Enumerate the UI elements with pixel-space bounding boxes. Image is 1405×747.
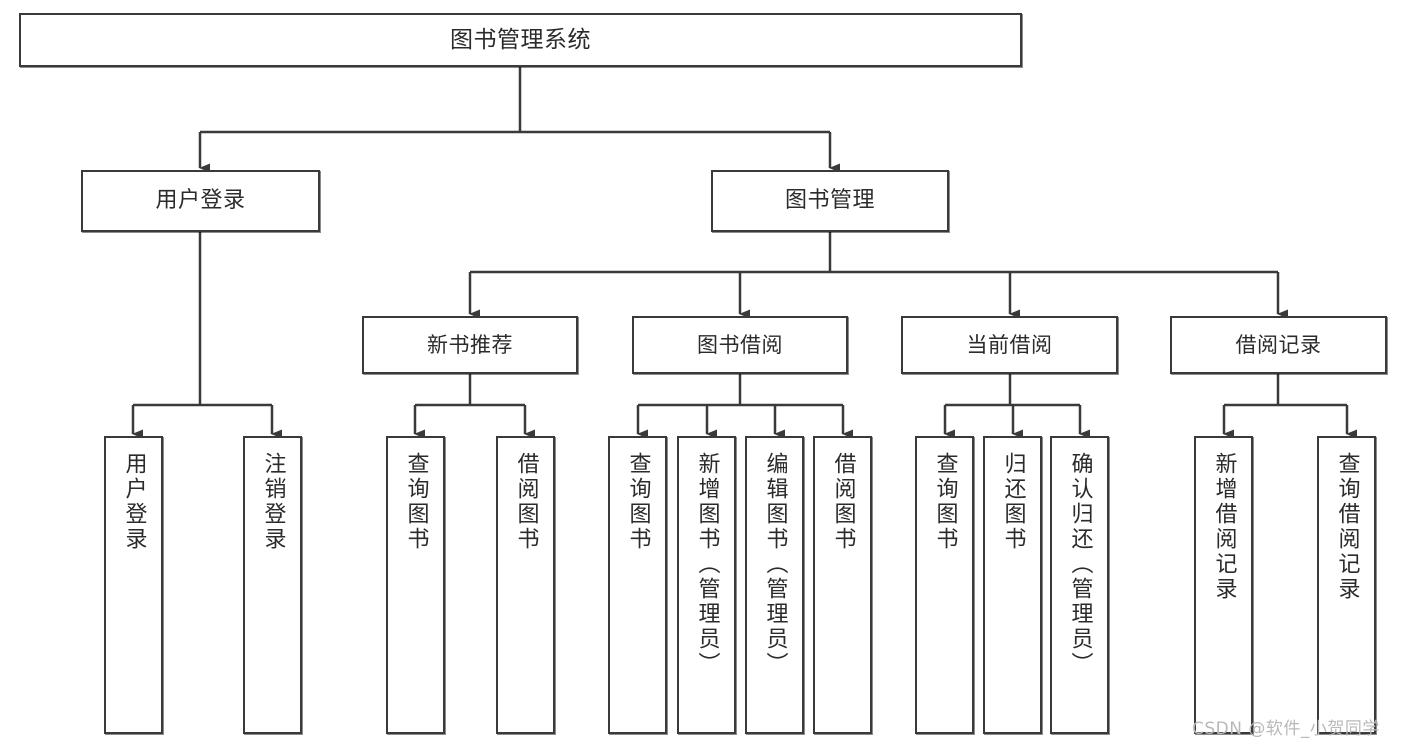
node-borrow-record-label: 借阅记录 (1235, 332, 1322, 357)
leaf-recommend-borrow-book[interactable]: 借阅图书 (496, 436, 555, 734)
node-current-borrow[interactable]: 当前借阅 (901, 316, 1118, 374)
leaf-record-add-label: 新增借阅记录 (1211, 452, 1237, 602)
node-borrow-record[interactable]: 借阅记录 (1170, 316, 1387, 374)
leaf-current-return-book-label: 归还图书 (1000, 452, 1026, 552)
leaf-user-login[interactable]: 用户登录 (104, 436, 163, 734)
leaf-borrow-add-book[interactable]: 新增图书（管理员） (677, 436, 736, 734)
csdn-watermark: CSDN @软件_小贺同学 (1192, 719, 1380, 739)
node-new-book-recommend-label: 新书推荐 (427, 332, 513, 357)
leaf-current-return-book[interactable]: 归还图书 (983, 436, 1042, 734)
leaf-borrow-borrow-book[interactable]: 借阅图书 (813, 436, 872, 734)
leaf-current-confirm-return-label: 确认归还（管理员） (1067, 452, 1093, 677)
leaf-borrow-add-book-label: 新增图书（管理员） (694, 452, 720, 677)
leaf-user-login-label: 用户登录 (121, 452, 147, 552)
node-current-borrow-label: 当前借阅 (966, 332, 1053, 357)
leaf-current-query-book-label: 查询图书 (932, 452, 958, 552)
node-book-management[interactable]: 图书管理 (711, 170, 949, 232)
node-root[interactable]: 图书管理系统 (19, 13, 1022, 67)
node-user-login-label: 用户登录 (155, 188, 246, 214)
node-book-management-label: 图书管理 (784, 188, 875, 214)
node-book-borrow-label: 图书借阅 (697, 332, 783, 357)
node-root-label: 图书管理系统 (450, 26, 591, 53)
leaf-borrow-query-book[interactable]: 查询图书 (608, 436, 667, 734)
leaf-borrow-edit-book-label: 编辑图书（管理员） (762, 452, 788, 677)
leaf-record-query-label: 查询借阅记录 (1334, 452, 1360, 602)
leaf-borrow-edit-book[interactable]: 编辑图书（管理员） (745, 436, 804, 734)
leaf-record-query[interactable]: 查询借阅记录 (1317, 436, 1376, 734)
leaf-logout[interactable]: 注销登录 (243, 436, 302, 734)
node-new-book-recommend[interactable]: 新书推荐 (362, 316, 578, 374)
node-user-login[interactable]: 用户登录 (81, 170, 320, 232)
leaf-borrow-query-book-label: 查询图书 (625, 452, 651, 552)
leaf-current-confirm-return[interactable]: 确认归还（管理员） (1050, 436, 1109, 734)
leaf-recommend-query-book[interactable]: 查询图书 (386, 436, 445, 734)
leaf-logout-label: 注销登录 (260, 452, 286, 552)
leaf-current-query-book[interactable]: 查询图书 (915, 436, 974, 734)
leaf-record-add[interactable]: 新增借阅记录 (1194, 436, 1253, 734)
leaf-borrow-borrow-book-label: 借阅图书 (830, 452, 856, 552)
leaf-recommend-query-book-label: 查询图书 (403, 452, 429, 552)
node-book-borrow[interactable]: 图书借阅 (632, 316, 848, 374)
leaf-recommend-borrow-book-label: 借阅图书 (513, 452, 539, 552)
